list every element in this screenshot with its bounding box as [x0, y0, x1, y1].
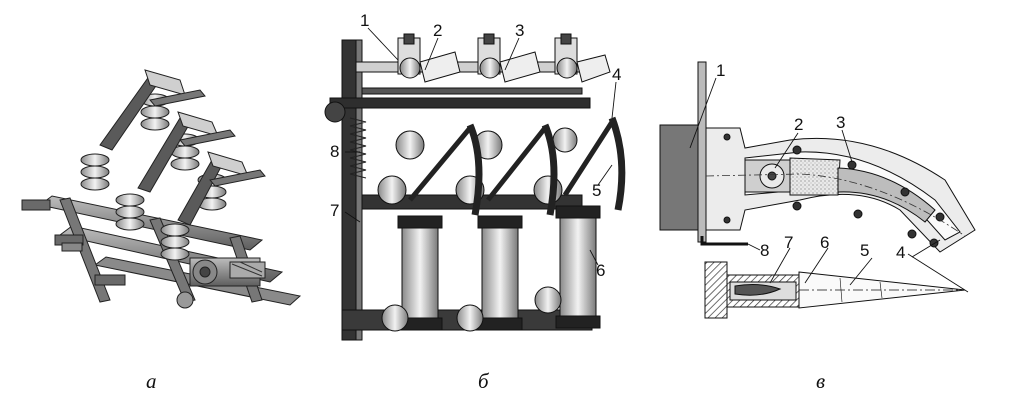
callout-b-6: 6	[596, 261, 605, 280]
callout-c-4: 4	[896, 243, 905, 262]
callout-c-3: 3	[836, 113, 845, 132]
callout-c-7: 7	[784, 233, 793, 252]
callout-b-1: 1	[360, 11, 369, 30]
caption-a: а	[146, 369, 157, 393]
callout-c-6: 6	[820, 233, 829, 252]
callout-b-4: 4	[612, 65, 621, 84]
panel-b-callouts: 1 2 3 4 5 6 7 8	[330, 11, 621, 280]
callout-b-5: 5	[592, 181, 601, 200]
callout-b-3: 3	[515, 21, 524, 40]
panel-a-drawing	[21, 69, 302, 309]
caption-b: б	[478, 369, 490, 393]
callout-b-8: 8	[330, 142, 339, 161]
panel-c-drawing	[659, 61, 976, 319]
callout-c-5: 5	[860, 241, 869, 260]
panel-c-callouts: 1 2 3 4 5 6 7 8	[716, 61, 905, 262]
caption-c: в	[816, 369, 825, 393]
callout-b-7: 7	[330, 201, 339, 220]
callout-c-8: 8	[760, 241, 769, 260]
callout-b-2: 2	[433, 21, 442, 40]
panel-b-drawing	[324, 27, 626, 341]
callout-c-1: 1	[716, 61, 725, 80]
callout-c-2: 2	[794, 115, 803, 134]
